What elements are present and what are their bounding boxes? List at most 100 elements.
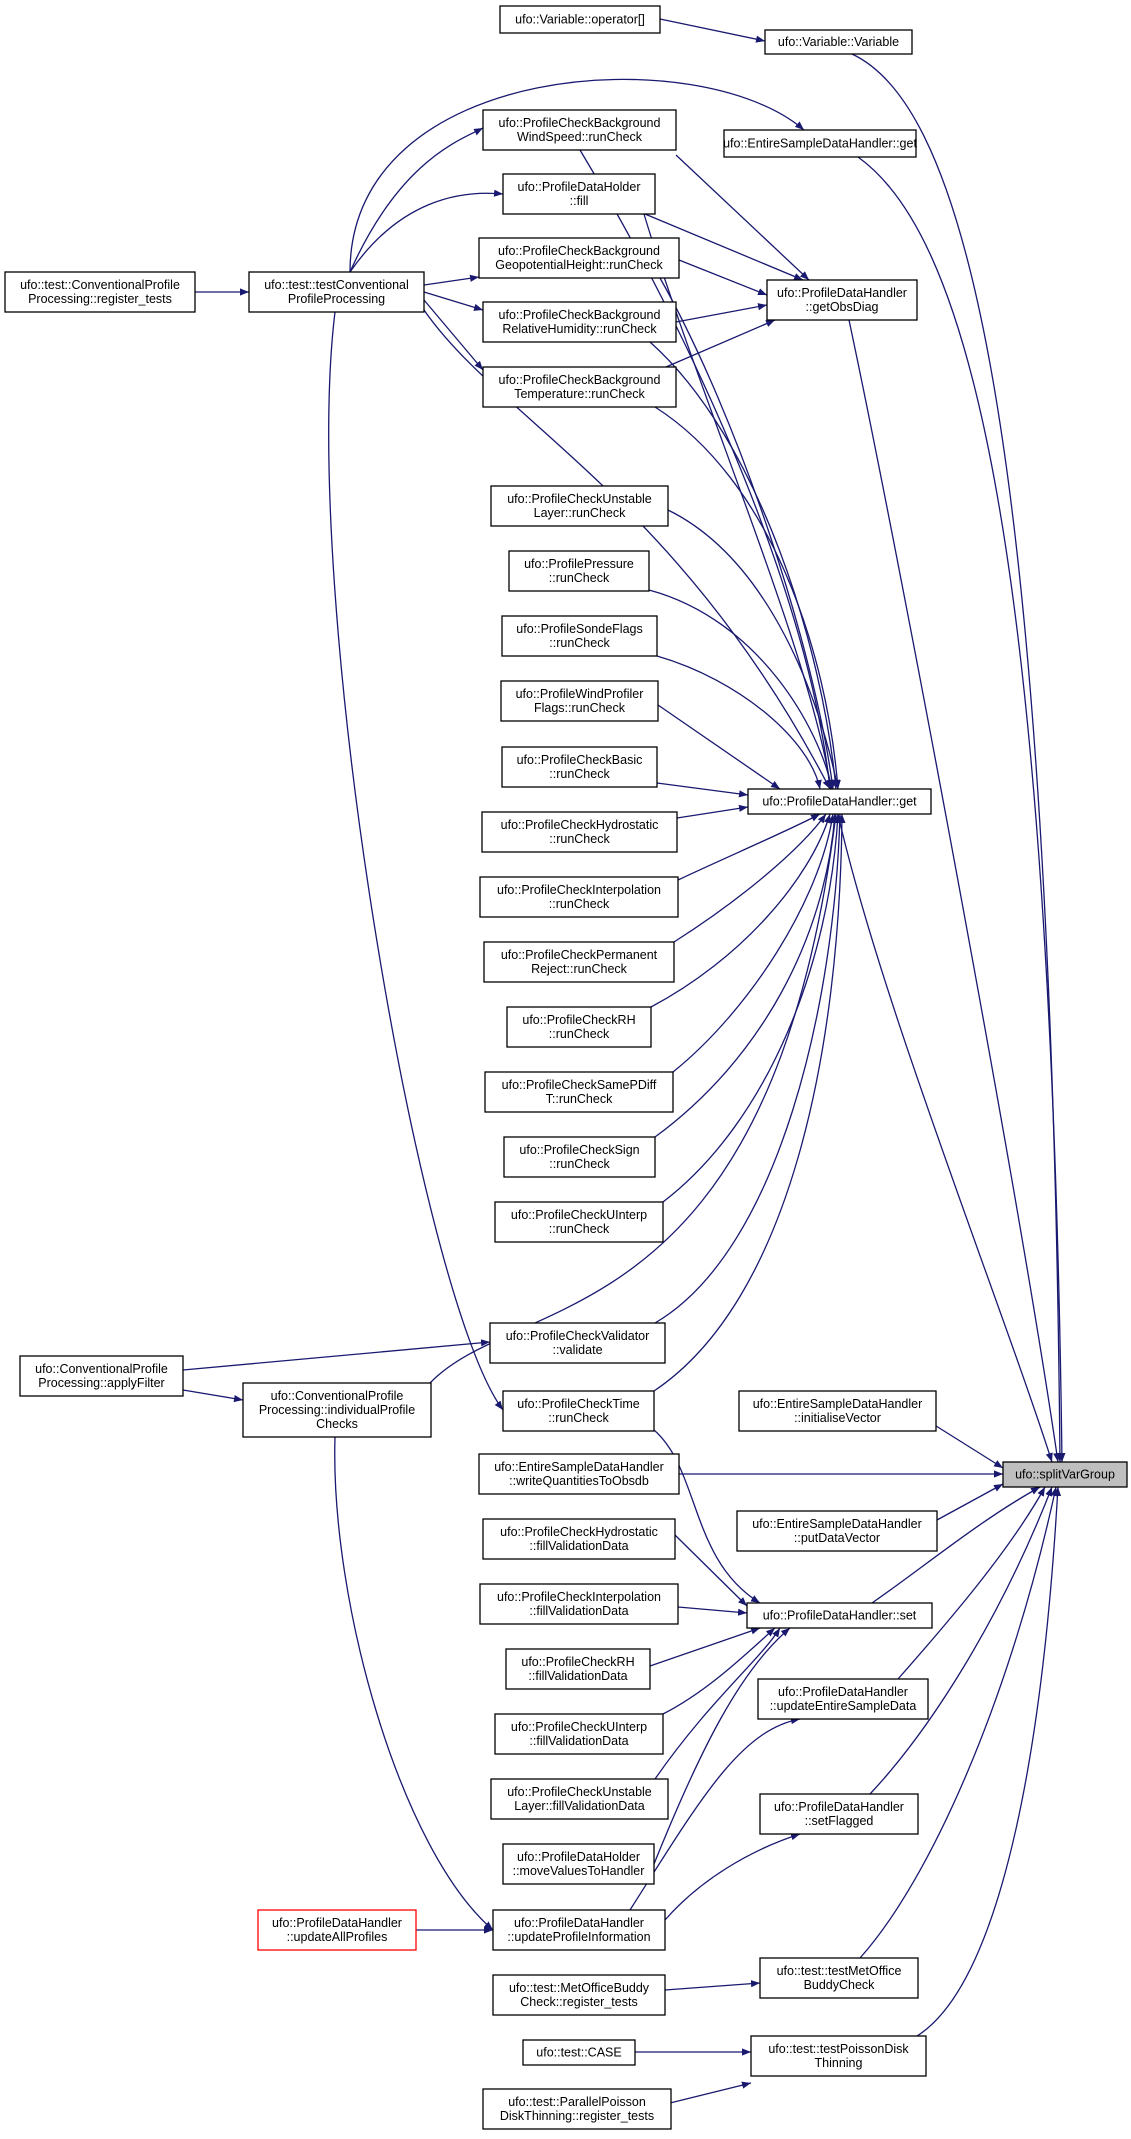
node-updAll[interactable]: ufo::ProfileDataHandler::updateAllProfil…: [257, 1909, 417, 1951]
node-testConv[interactable]: ufo::test::testConventionalProfileProces…: [248, 271, 425, 313]
node-applyFilter[interactable]: ufo::ConventionalProfileProcessing::appl…: [19, 1355, 184, 1397]
node-hydroFill[interactable]: ufo::ProfileCheckHydrostatic::fillValida…: [482, 1518, 676, 1560]
call-edge: [659, 277, 836, 790]
node-label: ProfileProcessing: [288, 292, 385, 306]
node-relHum[interactable]: ufo::ProfileCheckBackgroundRelativeHumid…: [482, 301, 677, 343]
call-edge: [837, 813, 1053, 1463]
node-windSpeed[interactable]: ufo::ProfileCheckBackgroundWindSpeed::ru…: [482, 109, 677, 151]
node-label: ufo::ProfileCheckHydrostatic: [500, 1525, 658, 1539]
node-label: ::setFlagged: [805, 1814, 874, 1828]
node-geopot[interactable]: ufo::ProfileCheckBackgroundGeopotentialH…: [478, 237, 680, 279]
node-label: Reject::runCheck: [531, 962, 628, 976]
call-edge: [897, 1486, 1046, 1680]
node-pdhSet[interactable]: ufo::ProfileDataHandler::set: [746, 1602, 933, 1629]
node-label: ufo::test::MetOfficeBuddy: [509, 1981, 650, 1995]
node-label: ufo::ProfileDataHolder: [518, 180, 641, 194]
node-getObsDiag[interactable]: ufo::ProfileDataHandler::getObsDiag: [766, 279, 918, 321]
node-label: ufo::test::CASE: [536, 2046, 621, 2060]
node-box: [481, 811, 678, 853]
node-uinterp[interactable]: ufo::ProfileCheckUInterp::runCheck: [494, 1201, 664, 1243]
node-esdhGet[interactable]: ufo::EntireSampleDataHandler::get: [723, 129, 917, 158]
node-pdhGet[interactable]: ufo::ProfileDataHandler::get: [747, 788, 932, 815]
call-edge: [334, 1436, 494, 1931]
node-pdhFill[interactable]: ufo::ProfileDataHolder::fill: [502, 173, 656, 215]
node-label: ufo::splitVarGroup: [1015, 1468, 1115, 1482]
node-label: ::putDataVector: [794, 1531, 880, 1545]
node-putData[interactable]: ufo::EntireSampleDataHandler::putDataVec…: [736, 1510, 938, 1552]
node-label: ufo::ProfileCheckSamePDiff: [502, 1078, 657, 1092]
node-label: ::initialiseVector: [794, 1411, 881, 1425]
node-initVector[interactable]: ufo::EntireSampleDataHandler::initialise…: [738, 1390, 937, 1432]
node-regTests1[interactable]: ufo::test::ConventionalProfileProcessing…: [4, 271, 196, 313]
node-box: [490, 1778, 669, 1820]
node-label: ufo::ProfileCheckInterpolation: [497, 883, 661, 897]
call-edge: [629, 1717, 801, 1911]
node-box: [492, 1974, 666, 2016]
node-updProfInfo[interactable]: ufo::ProfileDataHandler::updateProfileIn…: [492, 1909, 666, 1951]
call-edge: [916, 1486, 1062, 2037]
call-edge: [672, 813, 836, 1073]
node-interpFill[interactable]: ufo::ProfileCheckInterpolation::fillVali…: [479, 1583, 679, 1625]
node-uinterpFill[interactable]: ufo::ProfileCheckUInterp::fillValidation…: [494, 1713, 664, 1755]
node-hydro[interactable]: ufo::ProfileCheckHydrostatic::runCheck: [481, 811, 678, 853]
node-label: ::runCheck: [549, 1157, 610, 1171]
node-updEntire[interactable]: ufo::ProfileDataHandler::updateEntireSam…: [757, 1678, 929, 1720]
node-varOperator[interactable]: ufo::Variable::operator[]: [499, 5, 661, 34]
node-writeQty[interactable]: ufo::EntireSampleDataHandler::writeQuant…: [478, 1453, 680, 1495]
node-setFlagged[interactable]: ufo::ProfileDataHandler::setFlagged: [759, 1793, 919, 1835]
node-label: ::runCheck: [549, 832, 610, 846]
node-label: ufo::ProfileCheckRH: [522, 1013, 635, 1027]
node-splitVarGroup[interactable]: ufo::splitVarGroup: [1002, 1461, 1128, 1488]
node-interp[interactable]: ufo::ProfileCheckInterpolation::runCheck: [479, 876, 679, 918]
node-individual[interactable]: ufo::ConventionalProfileProcessing::indi…: [242, 1382, 432, 1438]
node-metOfficeReg[interactable]: ufo::test::MetOfficeBuddyCheck::register…: [492, 1974, 666, 2016]
node-sonde[interactable]: ufo::ProfileSondeFlags::runCheck: [501, 615, 658, 657]
node-box: [484, 1071, 674, 1113]
node-box: [505, 1648, 651, 1690]
node-box: [4, 271, 196, 313]
node-label: WindSpeed::runCheck: [517, 130, 643, 144]
node-moveValues[interactable]: ufo::ProfileDataHolder::moveValuesToHand…: [502, 1843, 655, 1885]
node-parallelPoisson[interactable]: ufo::test::ParallelPoissonDiskThinning::…: [482, 2088, 672, 2130]
node-label: ::runCheck: [549, 571, 610, 585]
call-edge: [654, 813, 838, 1138]
node-label: ufo::EntireSampleDataHandler: [752, 1517, 922, 1531]
node-pressure[interactable]: ufo::ProfilePressure::runCheck: [508, 550, 650, 592]
node-box: [502, 1843, 655, 1885]
node-box: [482, 1518, 676, 1560]
node-rh[interactable]: ufo::ProfileCheckRH::runCheck: [506, 1006, 652, 1048]
node-label: ::updateAllProfiles: [287, 1930, 388, 1944]
call-edge: [669, 2081, 752, 2104]
call-edge: [936, 1483, 1004, 1521]
node-box: [738, 1390, 937, 1432]
node-unstableFill[interactable]: ufo::ProfileCheckUnstableLayer::fillVali…: [490, 1778, 669, 1820]
node-bgTemp[interactable]: ufo::ProfileCheckBackgroundTemperature::…: [482, 366, 677, 408]
node-label: ufo::ProfileCheckRH: [521, 1655, 634, 1669]
node-label: ufo::Variable::Variable: [778, 35, 899, 49]
node-testCase[interactable]: ufo::test::CASE: [522, 2039, 636, 2066]
node-permanent[interactable]: ufo::ProfileCheckPermanentReject::runChe…: [483, 941, 675, 983]
node-basic[interactable]: ufo::ProfileCheckBasic::runCheck: [501, 746, 658, 788]
call-edge: [869, 1486, 1053, 1795]
node-box: [759, 1793, 919, 1835]
call-edge: [654, 406, 841, 790]
node-sign[interactable]: ufo::ProfileCheckSign::runCheck: [503, 1136, 656, 1178]
node-validator[interactable]: ufo::ProfileCheckValidator::validate: [489, 1322, 666, 1364]
node-box: [501, 615, 658, 657]
node-label: ufo::test::testMetOffice: [777, 1964, 902, 1978]
node-box: [482, 2088, 672, 2130]
node-label: ufo::ProfileDataHandler::get: [762, 795, 917, 809]
node-varVariable[interactable]: ufo::Variable::Variable: [764, 29, 913, 55]
node-box: [483, 941, 675, 983]
call-edge: [675, 303, 768, 323]
node-timeCheck[interactable]: ufo::ProfileCheckTime::runCheck: [502, 1390, 655, 1432]
node-rhFill[interactable]: ufo::ProfileCheckRH::fillValidationData: [505, 1648, 651, 1690]
call-edge: [653, 1627, 791, 1865]
call-edge: [643, 213, 834, 790]
